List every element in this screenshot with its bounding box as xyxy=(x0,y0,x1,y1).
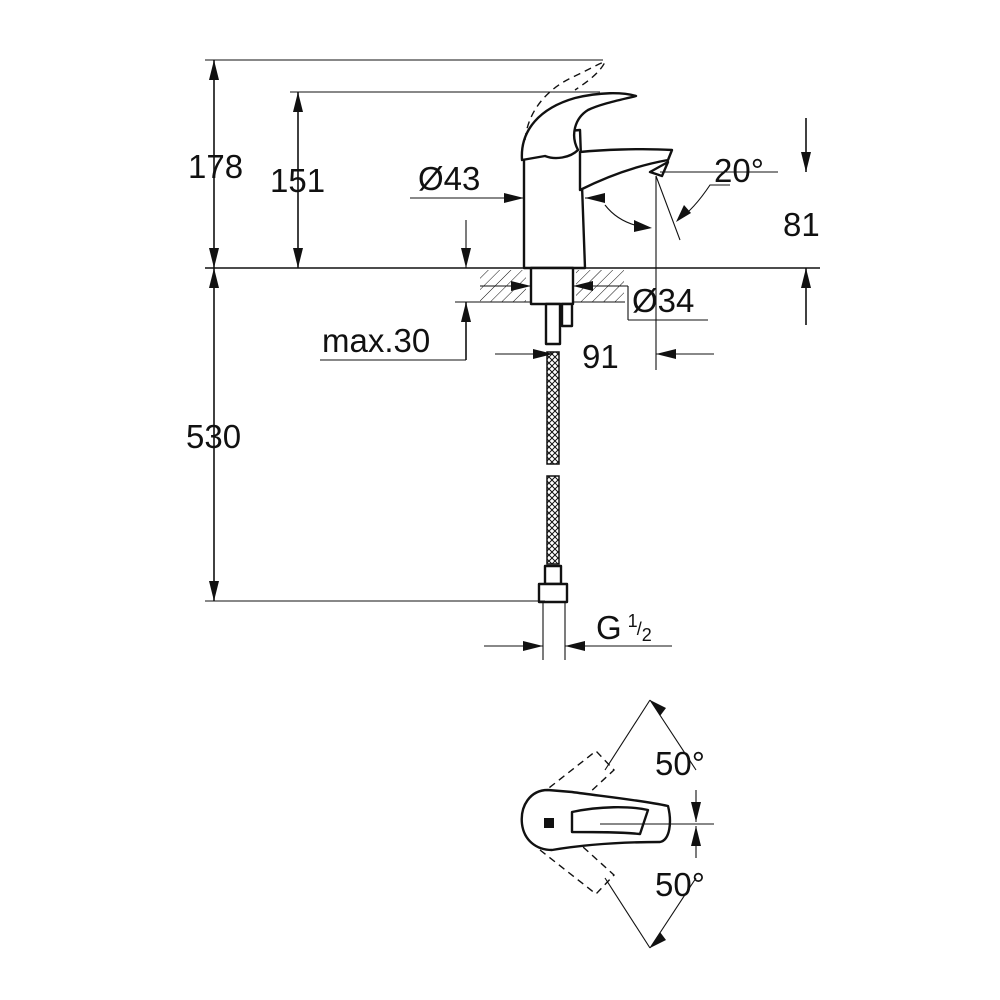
dim-81-label: 81 xyxy=(783,206,820,243)
dim-d34-label: Ø34 xyxy=(632,282,694,319)
dim-max30-label: max.30 xyxy=(322,322,430,359)
dim-g-half xyxy=(484,641,672,651)
top-view: 50° 50° xyxy=(520,699,714,949)
dim-d43-label: Ø43 xyxy=(418,160,480,197)
top-view-indicator xyxy=(544,818,554,828)
dim-d34 xyxy=(480,281,708,321)
dim-178-label: 178 xyxy=(188,148,243,185)
dim-530-label: 530 xyxy=(186,418,241,455)
dim-151 xyxy=(290,91,600,268)
top-view-lever xyxy=(570,806,650,836)
lever-open-outline xyxy=(524,61,607,141)
dim-91 xyxy=(495,240,714,370)
dim-81 xyxy=(801,118,811,325)
hose xyxy=(537,351,569,660)
dim-178 xyxy=(205,59,603,268)
lever-swing-lower-outline xyxy=(539,827,616,895)
dim-91-label: 91 xyxy=(582,338,619,375)
mounting-assembly xyxy=(529,266,575,346)
dim-151-label: 151 xyxy=(270,162,325,199)
dim-d43 xyxy=(410,193,605,268)
dim-530 xyxy=(205,268,545,602)
dim-angle-20-label: 20° xyxy=(714,152,764,189)
lever-handle xyxy=(520,92,638,162)
side-view: 178 151 Ø43 20° xyxy=(186,59,820,660)
dim-angle-50-lower-label: 50° xyxy=(655,866,705,903)
dim-angle-50-lower xyxy=(649,826,701,949)
dim-angle-50-upper-label: 50° xyxy=(655,745,705,782)
spout xyxy=(578,147,674,192)
dim-angle-20 xyxy=(604,171,778,241)
dim-max30 xyxy=(320,302,471,361)
dim-angle-50-upper xyxy=(649,699,701,822)
